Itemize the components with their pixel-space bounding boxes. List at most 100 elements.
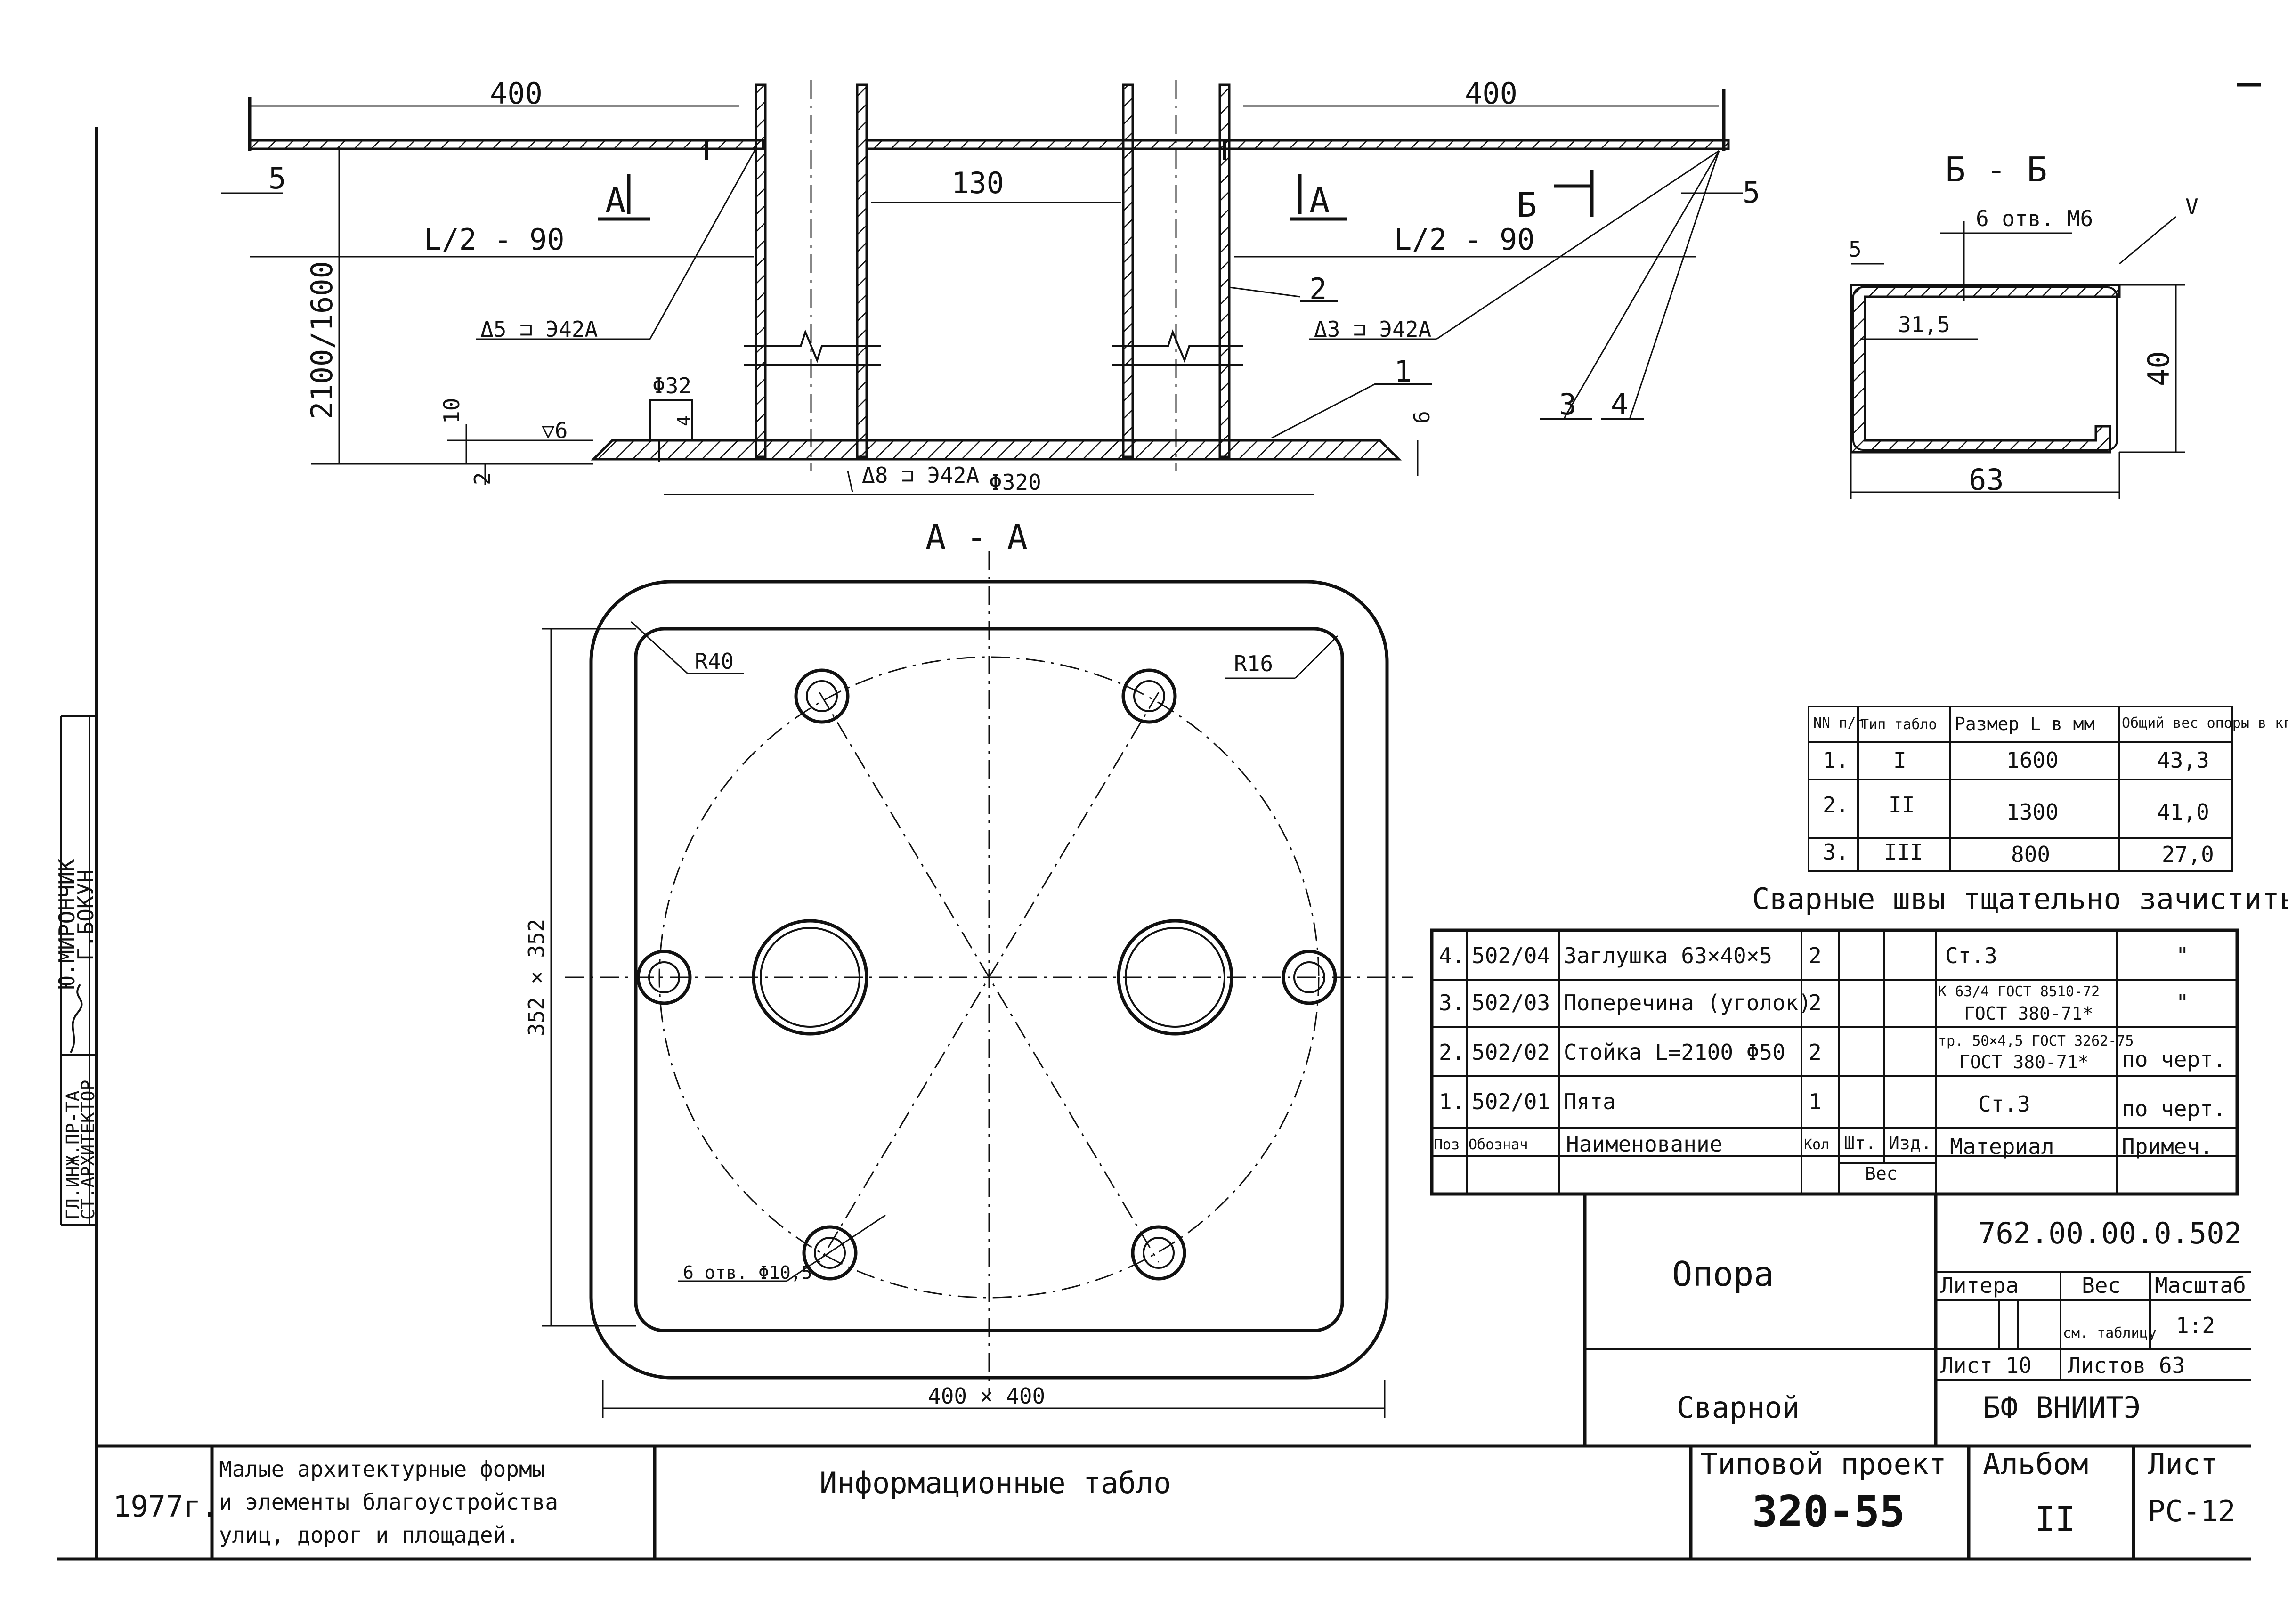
svg-text:1600: 1600 bbox=[2006, 747, 2059, 773]
svg-text:": " bbox=[2176, 990, 2189, 1015]
post-plan-right bbox=[1117, 919, 1233, 1036]
dim-d320: Φ320 bbox=[989, 470, 1041, 495]
svg-text:3.: 3. bbox=[1823, 839, 1849, 865]
scale-label: Масштаб bbox=[2155, 1273, 2246, 1298]
post-left-wall-1 bbox=[755, 83, 767, 458]
doc-code: 762.00.00.0.502 bbox=[1978, 1216, 2242, 1250]
svg-text:Изд.: Изд. bbox=[1889, 1133, 1932, 1153]
footer-album-label: Альбом bbox=[1983, 1447, 2088, 1481]
footer-project-label: Типовой проект bbox=[1700, 1447, 1947, 1481]
svg-text:Поперечина (уголок): Поперечина (уголок) bbox=[1564, 990, 1811, 1015]
vt-h-type: Тип табло bbox=[1860, 716, 1937, 733]
variants-table: NN п/п Тип табло Размер L в мм Общий вес… bbox=[1808, 706, 2288, 872]
svg-text:41,0: 41,0 bbox=[2157, 799, 2209, 825]
svg-text:Примеч.: Примеч. bbox=[2122, 1134, 2213, 1159]
svg-text:Поз: Поз bbox=[1434, 1137, 1460, 1153]
callout-1: 1 bbox=[1394, 354, 1412, 389]
weight-value: см. таблицу bbox=[2063, 1325, 2157, 1341]
stamp-name-2: Г.БОКУН bbox=[73, 869, 98, 961]
scale-value: 1:2 bbox=[2176, 1313, 2215, 1338]
spec-header: Поз Обознач Наименование Кол Шт. Изд. Ве… bbox=[1434, 1131, 2213, 1184]
section-mark-b: Б bbox=[1517, 185, 1537, 225]
section-bb-profile bbox=[1850, 284, 2121, 454]
svg-text:III: III bbox=[1884, 839, 1923, 865]
section-bb-height: 40 bbox=[2142, 351, 2176, 386]
svg-text:Ст.3: Ст.3 bbox=[1945, 943, 1997, 968]
svg-text:": " bbox=[2176, 943, 2189, 968]
dim-left-half: L/2 - 90 bbox=[424, 222, 565, 257]
dim-right-5: 5 bbox=[1743, 175, 1760, 210]
vt-h-nn: NN п/п bbox=[1813, 715, 1864, 731]
footer-album-number: II bbox=[2035, 1499, 2076, 1539]
vt-row-2: 2. II 1300 41,0 bbox=[1823, 792, 2209, 825]
svg-text:Стойка L=2100 Φ50: Стойка L=2100 Φ50 bbox=[1564, 1039, 1785, 1065]
vt-h-weight: Общий вес опоры в кг bbox=[2122, 715, 2288, 731]
svg-text:502/04: 502/04 bbox=[1472, 943, 1550, 968]
svg-text:3.: 3. bbox=[1439, 990, 1465, 1015]
spec-row-1: 1. 502/01 Пята 1 Ст.3 по черт. bbox=[1439, 1089, 2226, 1121]
footer-sheet-number: РС-12 bbox=[2148, 1494, 2236, 1528]
footer-project-number: 320-55 bbox=[1752, 1487, 1905, 1536]
dim-mid-130: 130 bbox=[951, 166, 1004, 200]
radius-r40: R40 bbox=[695, 649, 734, 674]
dim-h10: 10 bbox=[439, 398, 464, 424]
callout-2: 2 bbox=[1309, 272, 1327, 306]
footer-album-line-1: Малые архитектурные формы bbox=[219, 1456, 545, 1482]
side-stamp: ГЛ.ИНЖ.ПР-ТА СТ.АРХИТЕКТОР Ю.МИРОНЧИК Г.… bbox=[54, 715, 98, 1226]
svg-text:II: II bbox=[1889, 792, 1915, 818]
post-plan-left bbox=[752, 919, 868, 1036]
svg-text:502/02: 502/02 bbox=[1472, 1039, 1550, 1065]
footer-sheet-label: Лист bbox=[2148, 1447, 2218, 1481]
bolt-circle bbox=[658, 656, 1320, 1299]
stamp-name-1: Ю.МИРОНЧИК bbox=[54, 859, 80, 989]
callout-4: 4 bbox=[1611, 387, 1628, 422]
weld-symbol-6: ▽6 bbox=[542, 418, 568, 443]
svg-text:502/01: 502/01 bbox=[1472, 1089, 1550, 1114]
svg-text:2: 2 bbox=[1809, 990, 1822, 1015]
title-block: 762.00.00.0.502 Опора Сварной Литера Вес… bbox=[1583, 1194, 2251, 1446]
svg-text:по черт.: по черт. bbox=[2122, 1047, 2226, 1072]
section-bb-offset: 31,5 bbox=[1898, 312, 1950, 337]
item-subname: Сварной bbox=[1677, 1390, 1800, 1425]
bolt-holes bbox=[636, 668, 1337, 1281]
svg-text:Заглушка 63×40×5: Заглушка 63×40×5 bbox=[1564, 943, 1772, 968]
stamp-role-1: ГЛ.ИНЖ.ПР-ТА bbox=[63, 1090, 83, 1220]
svg-text:Шт.: Шт. bbox=[1844, 1133, 1876, 1153]
callout-3: 3 bbox=[1559, 387, 1576, 422]
plate-outer-edge bbox=[589, 580, 1389, 1380]
holes-note: 6 отв. Φ10,5 bbox=[683, 1262, 812, 1283]
section-bb-holes: 6 отв. М6 bbox=[1976, 206, 2093, 231]
dim-h2: 2 bbox=[470, 472, 495, 485]
svg-text:27,0: 27,0 bbox=[2162, 842, 2214, 867]
base-plate bbox=[590, 439, 1402, 461]
radius-r16: R16 bbox=[1234, 651, 1273, 676]
spec-row-4: 4. 502/04 Заглушка 63×40×5 2 Ст.3 " bbox=[1439, 943, 2189, 968]
svg-text:ГОСТ 380-71*: ГОСТ 380-71* bbox=[1959, 1052, 2089, 1072]
plate-inner-size: 352 × 352 bbox=[524, 919, 549, 1036]
sheet-count: Листов 63 bbox=[2068, 1353, 2185, 1378]
sheet-frame bbox=[57, 83, 2261, 1561]
section-bb-v: V bbox=[2185, 194, 2199, 219]
weld-note-3: Δ3 ⊐ Э42А bbox=[1314, 317, 1431, 342]
weight-label: Вес bbox=[2082, 1273, 2121, 1298]
item-name: Опора bbox=[1672, 1254, 1774, 1294]
section-bb-width: 63 bbox=[1969, 463, 2004, 497]
sheet-number: Лист 10 bbox=[1940, 1353, 2032, 1378]
svg-text:1.: 1. bbox=[1439, 1089, 1465, 1114]
footer-album-line-2: и элементы благоустройства bbox=[219, 1489, 558, 1515]
svg-text:43,3: 43,3 bbox=[2157, 747, 2209, 773]
section-aa-title: А - А bbox=[925, 517, 1028, 557]
section-bb-wall: 5 bbox=[1849, 236, 1862, 262]
section-mark-a-right: А bbox=[1309, 180, 1330, 220]
dim-d32: Φ32 bbox=[652, 373, 691, 398]
dim-left-5: 5 bbox=[268, 161, 286, 195]
footer-block: 1977г. Малые архитектурные формы и элеме… bbox=[113, 1446, 2236, 1559]
plate-outer-size: 400 × 400 bbox=[928, 1383, 1045, 1409]
vt-h-size: Размер L в мм bbox=[1955, 714, 2094, 734]
svg-text:Материал: Материал bbox=[1950, 1134, 2054, 1159]
svg-text:2.: 2. bbox=[1439, 1039, 1465, 1065]
spec-table: 4. 502/04 Заглушка 63×40×5 2 Ст.3 " 3. 5… bbox=[1430, 928, 2239, 1196]
svg-text:2: 2 bbox=[1809, 1039, 1822, 1065]
post-right-wall-1 bbox=[1122, 83, 1134, 458]
